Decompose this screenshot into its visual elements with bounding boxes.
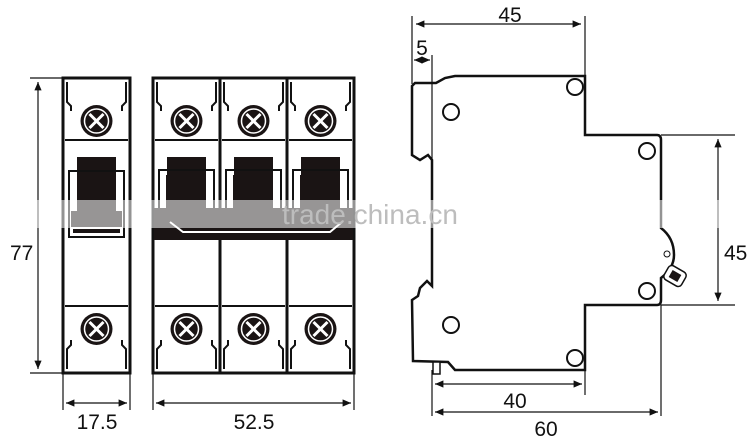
watermark: trade.china.cn [282,199,458,230]
width-single-label: 17.5 [77,411,118,434]
side-right-height-label: 45 [724,242,747,265]
height-front-label: 77 [10,242,33,265]
side-dimensions [411,16,735,416]
front-dimensions [30,77,355,410]
side-top-label: 45 [498,4,521,27]
side-bottom-inner-label: 40 [503,390,526,413]
width-triple-label: 52.5 [234,411,275,434]
rail-offset-label: 5 [416,37,428,60]
watermark-band [0,200,751,228]
side-bottom-total-label: 60 [534,418,557,440]
